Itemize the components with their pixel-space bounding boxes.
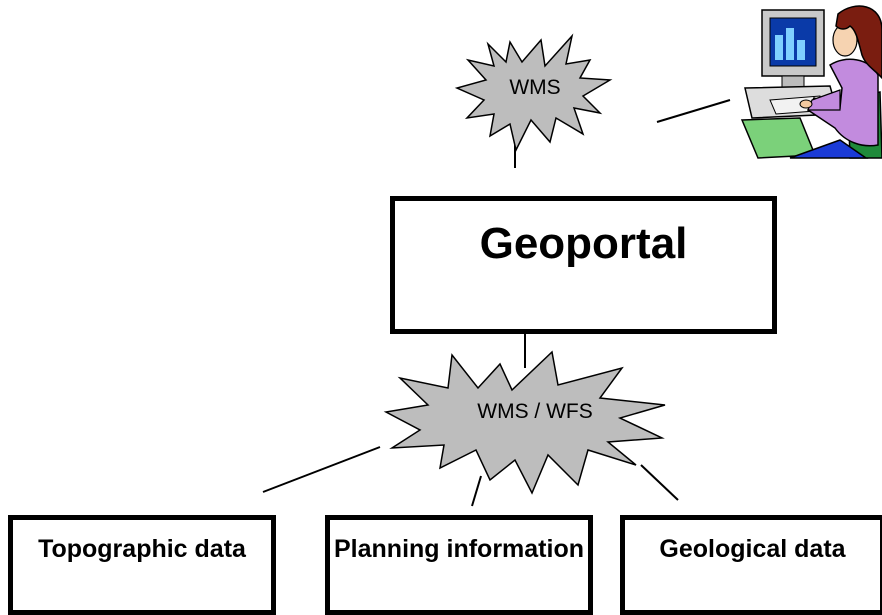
planning-information-box: Planning information	[325, 515, 593, 615]
wms-label: WMS	[509, 76, 561, 99]
user-at-computer-icon	[740, 5, 882, 159]
topographic-data-label: Topographic data	[38, 535, 246, 563]
connector-wmswfs-topo	[262, 446, 381, 493]
wms-star-shape	[454, 33, 613, 153]
geological-data-label: Geological data	[659, 535, 846, 563]
topographic-data-box: Topographic data	[8, 515, 276, 615]
connector-wmswfs-plan	[471, 475, 482, 507]
planning-information-label: Planning information	[334, 535, 584, 563]
geoportal-label: Geoportal	[479, 219, 688, 268]
connector-wmswfs-geo	[640, 464, 679, 501]
wmswfs-star-shape	[383, 350, 666, 495]
diagram-canvas	[262, 5, 882, 507]
connector-user-wms	[656, 99, 731, 123]
geoportal-box: Geoportal	[390, 196, 777, 334]
wms-wfs-label: WMS / WFS	[477, 400, 593, 423]
geological-data-box: Geological data	[620, 515, 882, 615]
